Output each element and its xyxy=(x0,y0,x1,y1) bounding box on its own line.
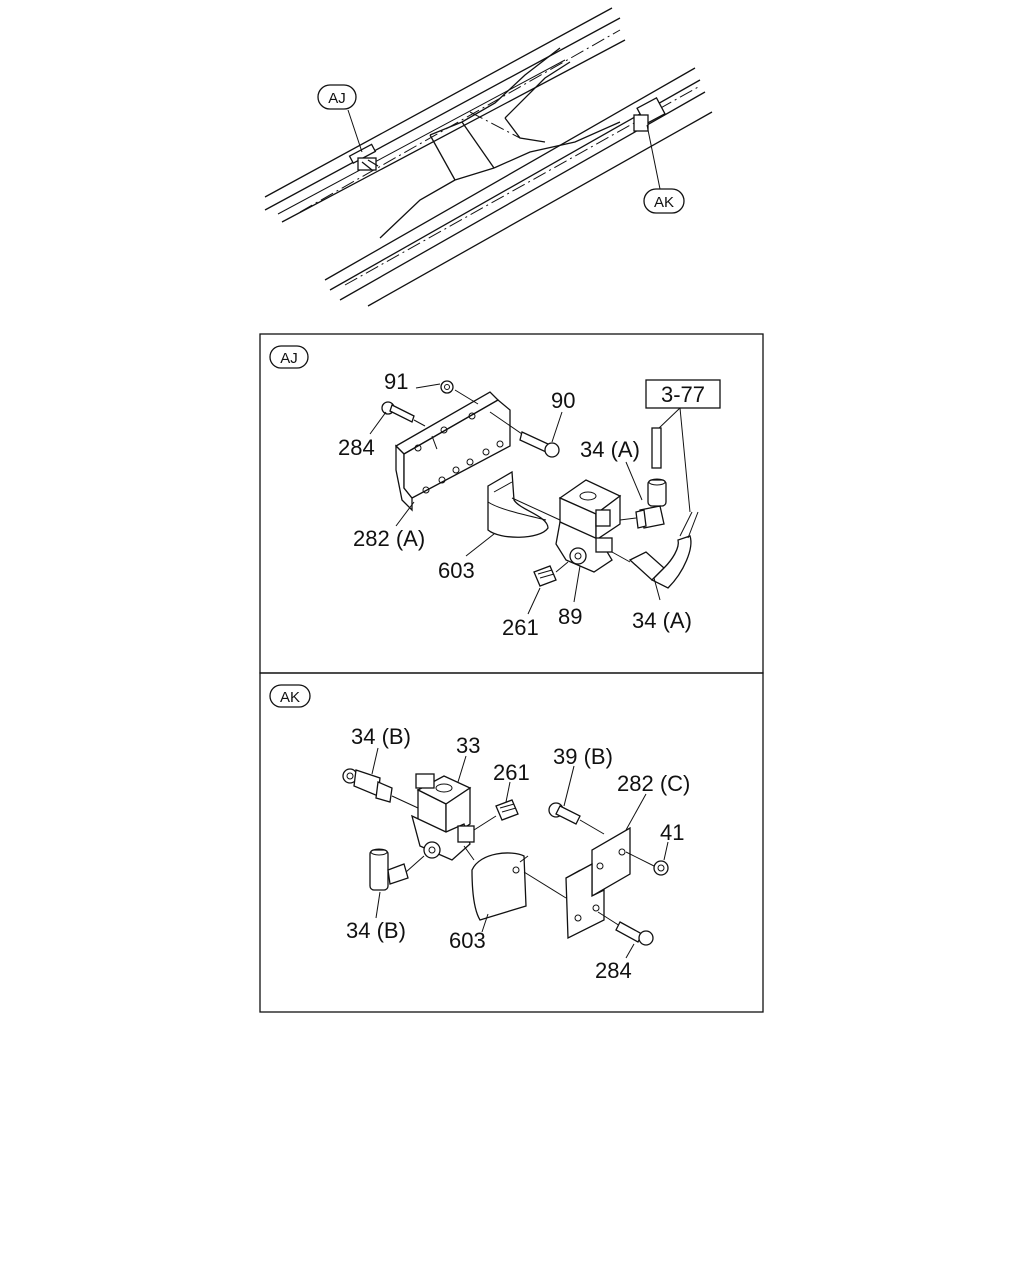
panel-aj-tag: AJ xyxy=(269,345,309,369)
label-90: 90 xyxy=(551,388,575,413)
label-41: 41 xyxy=(660,820,684,845)
label-261: 261 xyxy=(502,615,539,640)
label-34a-bottom: 34 (A) xyxy=(632,608,692,633)
callout-ak[interactable]: AK xyxy=(643,124,685,214)
label-284-ak: 284 xyxy=(595,958,632,983)
label-39b: 39 (B) xyxy=(553,744,613,769)
cover-603-ak xyxy=(463,845,529,921)
plug-261 xyxy=(533,561,569,587)
svg-text:3-77: 3-77 xyxy=(661,382,705,407)
panel-aj: AJ 3-77 xyxy=(259,333,764,674)
reference-box-3-77[interactable]: 3-77 xyxy=(645,379,721,513)
bolt-90 xyxy=(489,411,560,458)
fitting-34b-top xyxy=(342,768,419,809)
svg-text:AK: AK xyxy=(280,689,300,706)
callout-ak-label: AK xyxy=(654,194,674,211)
label-34a-top: 34 (A) xyxy=(580,437,640,462)
valve-89 xyxy=(511,479,622,573)
bolt-39b xyxy=(548,802,605,835)
svg-text:AJ: AJ xyxy=(280,350,298,367)
label-261-ak: 261 xyxy=(493,760,530,785)
label-284: 284 xyxy=(338,435,375,460)
nut-91 xyxy=(440,380,479,405)
bracket-282c xyxy=(523,826,631,940)
cover-603 xyxy=(487,470,549,538)
label-34b-top: 34 (B) xyxy=(351,724,411,749)
bracket-282a xyxy=(394,391,511,512)
label-34b-bottom: 34 (B) xyxy=(346,918,406,943)
label-33: 33 xyxy=(456,733,480,758)
fitting-34b-bottom xyxy=(369,848,425,891)
nut-41 xyxy=(625,851,669,876)
fitting-34a-top xyxy=(619,478,667,529)
panel-ak: AK xyxy=(259,672,764,1013)
bolt-284-ak xyxy=(597,911,654,946)
label-91: 91 xyxy=(384,369,408,394)
callout-aj-label: AJ xyxy=(328,90,346,107)
label-282a: 282 (A) xyxy=(353,526,425,551)
label-89: 89 xyxy=(558,604,582,629)
plug-261-ak xyxy=(473,799,519,831)
label-282c: 282 (C) xyxy=(617,771,690,796)
solenoid-valve-33 xyxy=(411,773,475,861)
label-603-ak: 603 xyxy=(449,928,486,953)
panel-ak-tag: AK xyxy=(269,684,311,708)
bolt-284 xyxy=(381,401,426,427)
chassis-frame-overview xyxy=(264,7,713,307)
callout-aj[interactable]: AJ xyxy=(317,84,363,153)
fitting-34a-bottom xyxy=(611,511,699,589)
pipe-segment xyxy=(651,427,662,469)
label-603: 603 xyxy=(438,558,475,583)
